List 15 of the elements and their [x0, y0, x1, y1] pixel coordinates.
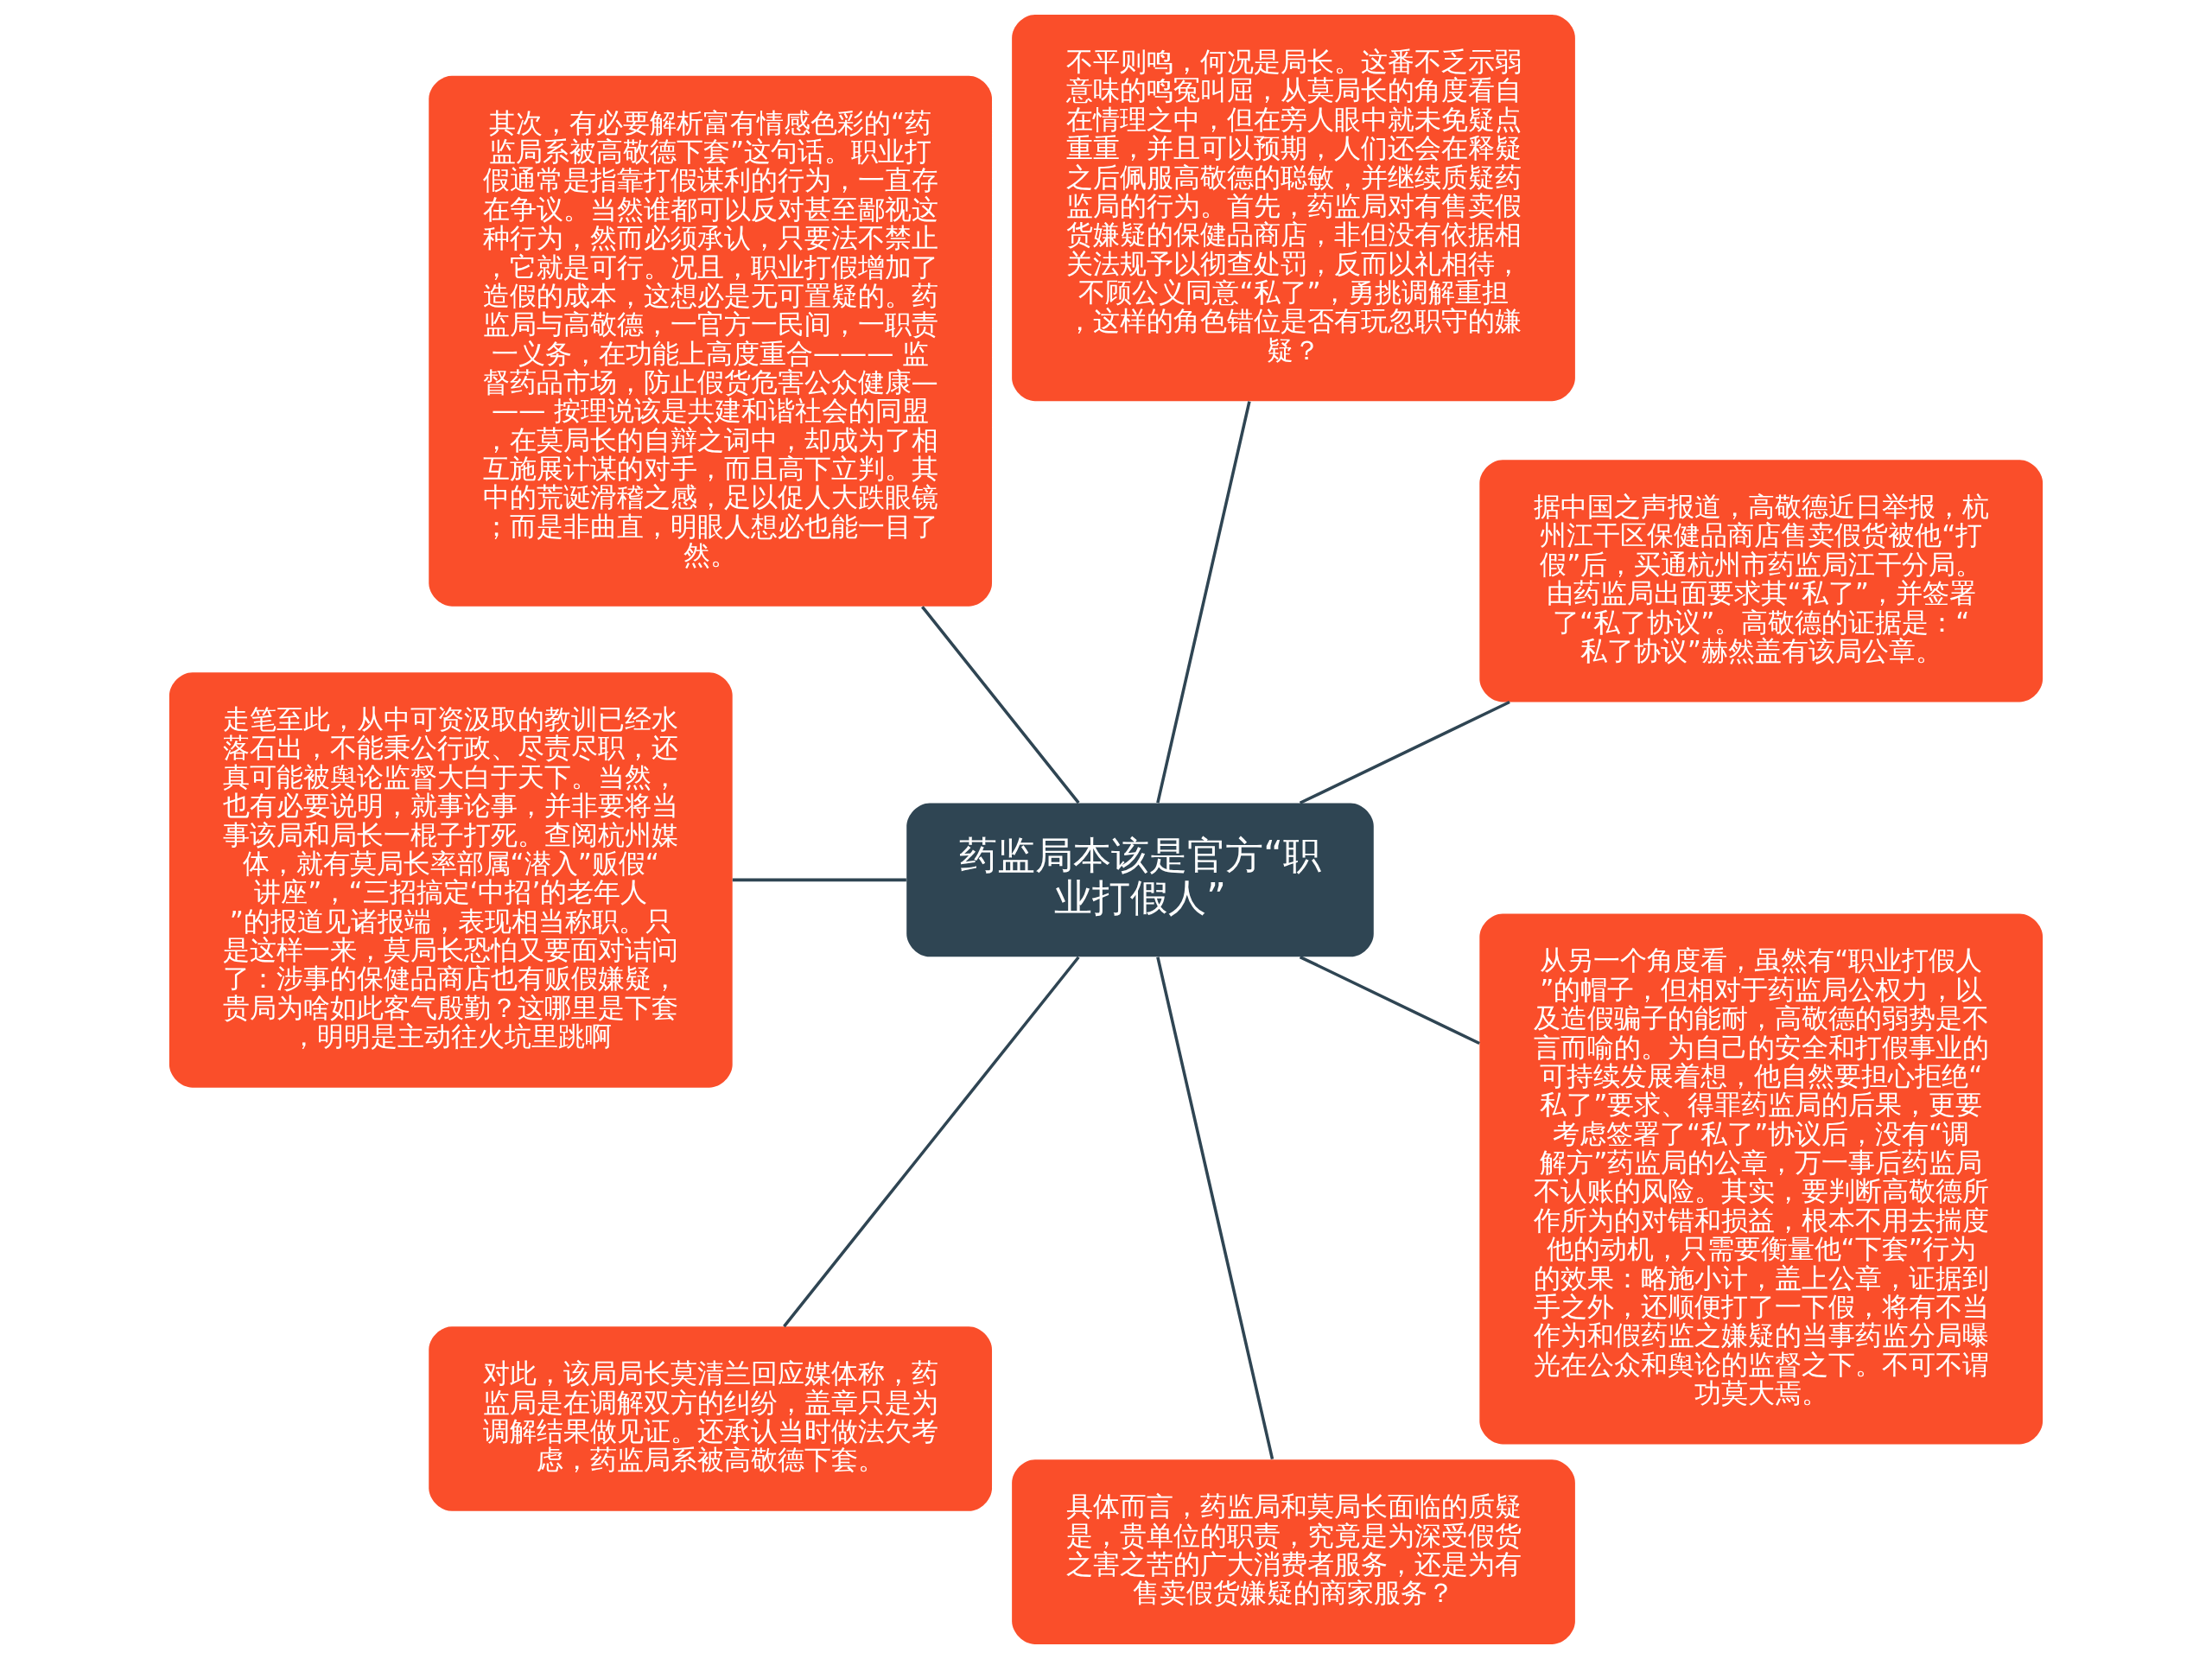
node-box: 对此，该局局长莫清兰回应媒体称，药监局是在调解双方的纠纷，盖章只是为调解结果做见证。还承认当时做法欠考虑，药监局系被高敬德下套。 [429, 1326, 993, 1511]
node-box: 不平则鸣，何况是局长。这番不乏示弱意味的鸣冤叫屈，从莫局长的角度看自在情理之中，但在旁人眼中就未免疑点重重，并且可以预期，人们还会在释疑之后佩服高敬德的聪敏，并继续质疑药监局的行为。首先，药监局对有售卖假货嫌疑的保健品商店，非但没有依据相关法规予以彻查处罚，反而以礼相待，不顾公义同意“私了”，勇挑调解重担，这样的角色错位是否有玩忽职守的嫌疑？ [1012, 15, 1575, 402]
connector [1299, 700, 1510, 804]
connector [921, 606, 1080, 804]
node-box: 其次，有必要解析富有情感色彩的“药监局系被高敬德下套”这句话。职业打假通常是指靠打假谋利的行为，一直存在争议。当然谁都可以反对甚至鄙视这种行为，然而必须承认，只要法不禁止，它就是可行。况且，职业打假增加了造假的成本，这想必是无可置疑的。药监局与高敬德，一官方一民间，一职责一义务，在功能上高度重合——— 监督药品市场，防止假货危害公众健康——— 按理说该是共建和谐社会的同盟，在莫局长的自辩之词中，却成为了相互施展计谋的对手，而且高下立判。其中的荒诞滑稽之感，足以促人大跌眼镜；而是非曲直，明眼人想必也能一目了然。 [429, 75, 993, 607]
node-box: 据中国之声报道，高敬德近日举报，杭州江干区保健品商店售卖假货被他“打假”后，买通杭州市药监局江干分局。由药监局出面要求其“私了”，并签署了“私了协议”。高敬德的证据是：“私了协议”赫然盖有该局公章。 [1479, 460, 2044, 702]
node-box: 从另一个角度看，虽然有“职业打假人”的帽子，但相对于药监局公权力，以及造假骗子的能耐，高敬德的弱势是不言而喻的。为自己的安全和打假事业的可持续发展着想，他自然要担心拒绝“私了”要求、得罪药监局的后果，更要考虑签署了“私了”协议后，没有“调解方”药监局的公章，万一事后药监局不认账的风险。其实，要判断高敬德所作所为的对错和损益，根本不用去揣度他的动机，只需要衡量他“下套”行为的效果：略施小计，盖上公章，证据到手之外，还顺便打了一下假，将有不当作为和假药监之嫌疑的当事药监分局曝光在公众和舆论的监督之下。不可不谓功莫大焉。 [1479, 913, 2044, 1445]
node-box: 走笔至此，从中可资汲取的教训已经水落石出，不能秉公行政、尽责尽职，还真可能被舆论监督大白于天下。当然，也有必要说明，就事论事，并非要将当事该局和局长一棍子打死。查阅杭州媒体，就有莫局长率部属“潜入”贩假“讲座”，“三招搞定‘中招’的老年人”的报道见诸报端，表现相当称职。只是这样一来，莫局长恐怕又要面对诘问了：涉事的保健品商店也有贩假嫌疑，贵局为啥如此客气殷勤？这哪里是下套，明明是主动往火坑里跳啊 [168, 672, 733, 1088]
node-box: 具体而言，药监局和莫局长面临的质疑是，贵单位的职责，究竟是为深受假货之害之苦的广大消费者服务，还是为有售卖假货嫌疑的商家服务？ [1012, 1459, 1575, 1644]
connector [1299, 955, 1480, 1046]
connector [1156, 401, 1251, 804]
node-box: 药监局本该是官方“职业打假人” [906, 803, 1374, 957]
connector [1156, 957, 1274, 1460]
connector [783, 956, 1080, 1328]
connector [732, 878, 906, 882]
